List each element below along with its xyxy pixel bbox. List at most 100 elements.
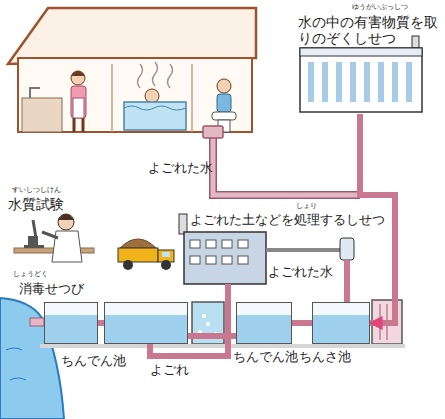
aeration-tank-part [214,332,218,336]
treatment-building-part [364,62,370,102]
tank-base-part [40,344,405,348]
dump-truck-part [120,239,156,248]
house-part [212,112,236,120]
river-part [30,318,44,326]
sewer-pipe [203,126,360,195]
sludge-building-part [238,240,248,248]
treatment-building-part [336,62,342,102]
house-part [71,71,85,76]
house-part [22,98,62,132]
lab-scientist-part [42,232,58,238]
water-pipe [344,284,350,302]
pipe-label: よごれた水 [268,264,348,280]
sludge-building-part [238,256,248,264]
water-pipe [292,320,312,326]
treatment-building-part [350,62,356,102]
connectors [98,114,395,356]
treatment-building-part [378,62,384,102]
node-label: よごれた土などを処理するしせつ [190,212,394,228]
lab-scientist [14,214,94,262]
settling-tank: ちんでん池 [236,302,292,344]
furigana: すいしつしけん [12,187,82,194]
house-part [138,62,173,88]
sludge-building-part [179,214,187,234]
house-part [71,86,86,118]
lab-label: 水質試験 [8,196,88,213]
dump-truck [118,239,174,270]
treatment-facility: 水の中の有害物質を取りのぞくしせつ [298,12,438,114]
sludge-building-part [190,256,200,264]
dump-truck-part [123,260,133,270]
house-part [73,98,84,118]
treatment-building-part [412,36,419,48]
house-part [18,58,252,132]
house-part [73,118,76,132]
water-pipe [188,333,236,339]
dump-truck-part [161,260,171,270]
sludge-building-part [206,240,216,248]
lab-scientist-part [58,214,74,230]
treatment-building-part [322,62,328,102]
dump-truck-part [118,248,158,262]
aeration-tank-part [198,330,202,334]
aeration-tank-part [202,314,206,318]
node-label: ちんでん池 [61,353,141,369]
treatment-building-part [406,62,412,102]
settling-tank: ちんでん池 [104,302,188,344]
treatment-building-part [392,62,398,102]
screen-pump-part [372,300,402,344]
treatment-building-part [300,48,422,56]
lab-scientist-part [52,231,82,262]
treatment-building [300,36,422,112]
sludge-building-part [266,248,340,252]
house-part [217,94,231,112]
house-part [145,89,159,103]
house-part [8,8,256,64]
aeration-tank-part [192,302,224,344]
treatment-building-part [300,48,422,112]
sludge-building-part [184,232,266,284]
water-pipe [360,114,395,323]
house-part [71,71,85,85]
house-part [124,106,186,110]
sludge-building-part [340,238,354,260]
sewer-pipe-part [213,132,360,195]
house-part [191,64,193,132]
sludge-building-part [190,240,200,248]
house-part [124,102,186,130]
house-part [30,88,40,98]
sewer-pipe-part [203,126,223,138]
water-pipe [150,284,228,356]
lab-scientist-part [33,220,36,238]
sludge-building-part [206,256,216,264]
lab-scientist-part [24,245,44,248]
treatment-building-part [308,62,314,102]
house-part [217,79,231,93]
sludge-building-part [344,260,350,284]
node-label: 水の中の有害物質を取りのぞくしせつ [298,14,438,46]
house [8,8,256,132]
screen-pump [372,300,402,344]
house-part [82,118,85,132]
node-label: 消毒せつび [19,281,109,297]
furigana: しょり [296,203,336,210]
disinfection-tank: 消毒せつび [44,302,98,344]
river-part [6,348,26,380]
screen-pump-part [387,304,388,340]
sewer-pipe-part [213,132,360,195]
node-label: ちんさ池 [299,349,369,365]
grit-tank: ちんさ池 [312,302,370,344]
screen-pump-part [380,304,381,340]
tank-base [40,344,405,348]
sludge-building-part [222,240,232,248]
water-pipe [98,320,104,326]
house-part [111,64,113,132]
lab-scientist-part [58,214,74,220]
pipe-label: よごれた水 [148,160,228,176]
furigana: ゆうがいぶっしつ [352,4,422,11]
furigana: しょうどく [13,271,63,278]
dump-truck-part [162,252,170,257]
